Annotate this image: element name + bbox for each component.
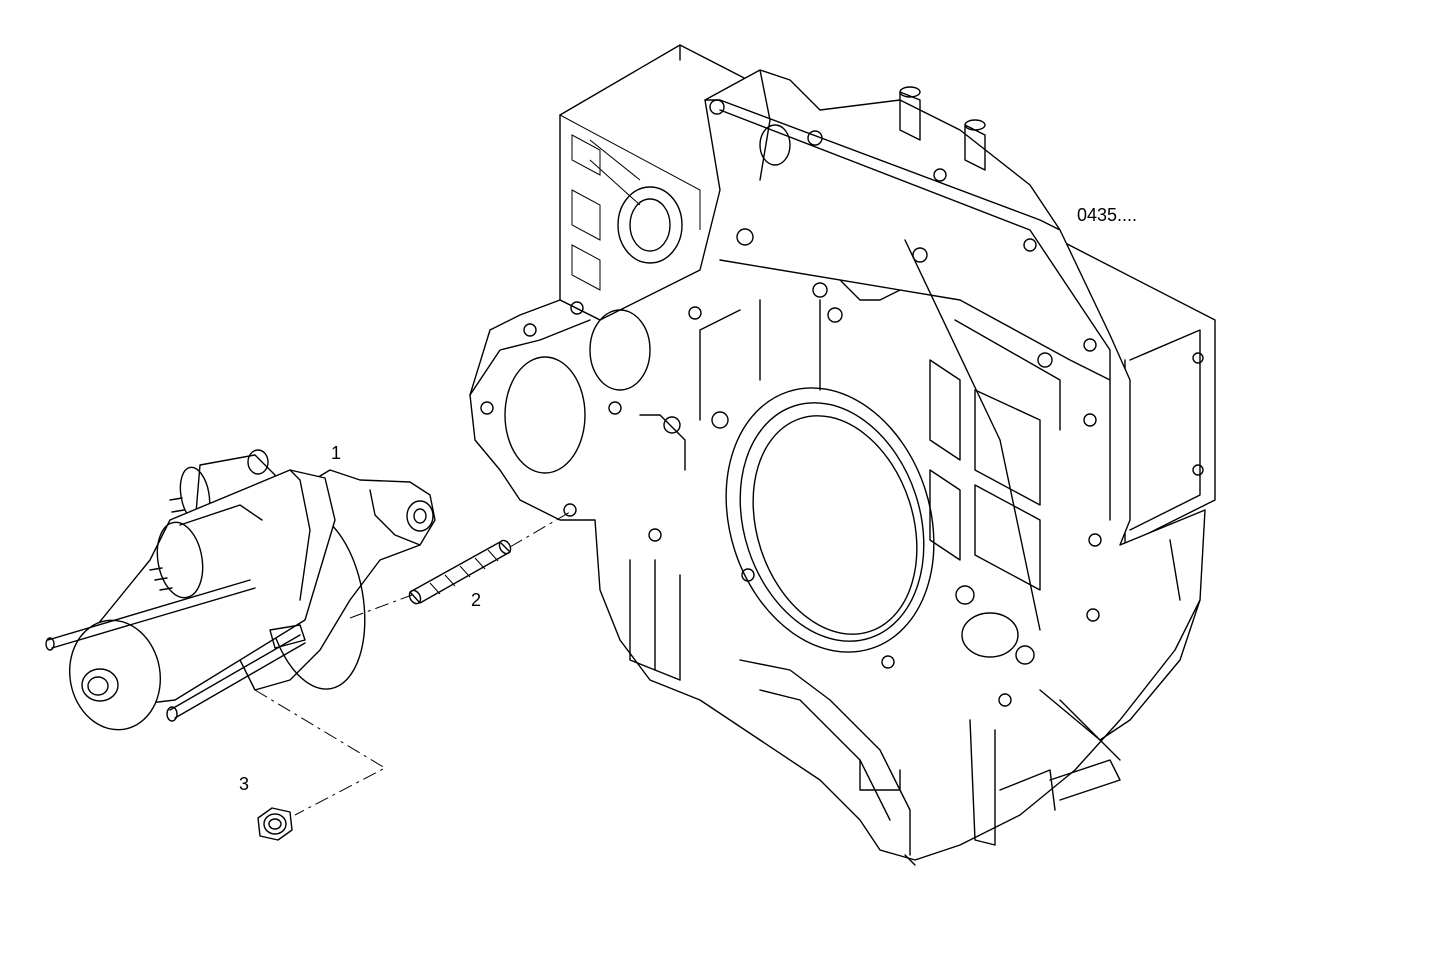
reference-code: 0435.... [1077, 205, 1138, 225]
callout-1: 1 [331, 443, 342, 463]
flywheel-housing [469, 44, 1216, 866]
assembly-lines [254, 511, 571, 816]
callout-3: 3 [239, 774, 250, 794]
stud [408, 539, 512, 605]
starter-motor [45, 449, 436, 731]
callout-2: 2 [471, 590, 482, 610]
nut [257, 807, 293, 841]
